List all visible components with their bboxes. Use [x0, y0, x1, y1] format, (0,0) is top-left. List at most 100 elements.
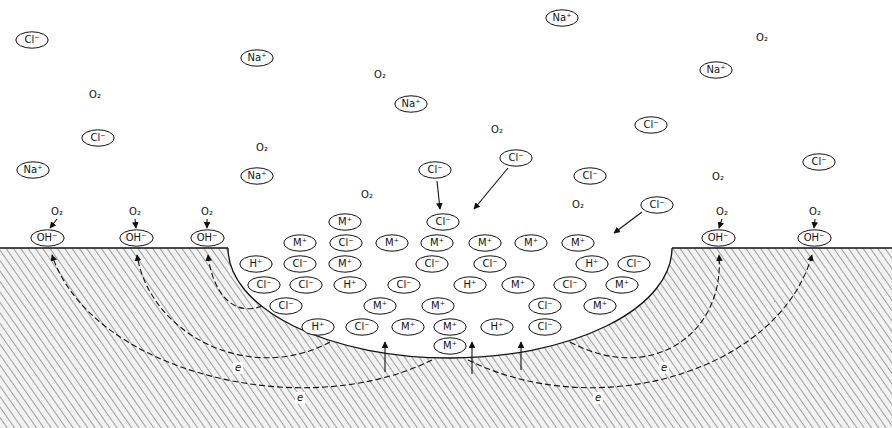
ion-circle: Cl⁻ [573, 167, 607, 185]
ion-circle: M⁺ [433, 337, 467, 355]
ion-circle: Cl⁻ [499, 149, 533, 167]
ion-symbol: H⁺ [333, 279, 367, 291]
ion-symbol: Cl⁻ [553, 279, 587, 291]
ion-circle: OH⁻ [119, 229, 154, 247]
ion-circle: Na⁺ [699, 61, 733, 79]
ion-symbol: OH⁻ [30, 232, 65, 244]
ion-symbol: Cl⁻ [640, 199, 674, 211]
ion-symbol: M⁺ [605, 279, 639, 291]
ion-circle: H⁺ [333, 276, 367, 294]
ion-symbol: OH⁻ [701, 232, 736, 244]
oxygen-label: O₂ [716, 206, 728, 218]
ion-circle: Cl⁻ [640, 196, 674, 214]
oxygen-label: O₂ [129, 206, 141, 218]
metal-surface [672, 247, 892, 248]
ion-circle: Cl⁻ [415, 255, 449, 273]
ion-symbol: M⁺ [514, 237, 548, 249]
ion-symbol: Cl⁻ [269, 300, 303, 312]
ion-symbol: Cl⁻ [289, 279, 323, 291]
oxygen-label: O₂ [89, 89, 101, 101]
oxygen-label: O₂ [256, 142, 268, 154]
ion-circle: M⁺ [328, 213, 362, 231]
ion-symbol: H⁺ [575, 258, 609, 270]
ion-circle: Cl⁻ [15, 31, 49, 49]
ion-circle: Cl⁻ [418, 161, 452, 179]
ion-circle: M⁺ [391, 318, 425, 336]
ion-circle: M⁺ [363, 297, 397, 315]
ion-circle: M⁺ [433, 318, 467, 336]
ion-symbol: M⁺ [420, 237, 454, 249]
ion-symbol: Na⁺ [394, 98, 428, 110]
ion-symbol: H⁺ [239, 258, 273, 270]
ion-symbol: Cl⁻ [15, 34, 49, 46]
ion-symbol: Cl⁻ [573, 170, 607, 182]
ion-symbol: Cl⁻ [283, 258, 317, 270]
ion-symbol: Cl⁻ [345, 321, 379, 333]
ion-symbol: M⁺ [501, 279, 535, 291]
ion-circle: Na⁺ [545, 9, 579, 27]
oxygen-label: O₂ [756, 32, 768, 44]
ion-symbol: Cl⁻ [387, 279, 421, 291]
ion-symbol: M⁺ [328, 216, 362, 228]
oxygen-label: O₂ [809, 206, 821, 218]
ion-symbol: Cl⁻ [802, 156, 836, 168]
ion-circle: OH⁻ [190, 229, 225, 247]
ion-symbol: M⁺ [561, 237, 595, 249]
ion-symbol: M⁺ [433, 340, 467, 352]
oxygen-label: O₂ [51, 206, 63, 218]
oxygen-label: O₂ [374, 69, 386, 81]
ion-circle: M⁺ [605, 276, 639, 294]
ion-circle: Cl⁻ [426, 213, 460, 231]
ion-symbol: Cl⁻ [528, 321, 562, 333]
ion-circle: M⁺ [583, 297, 617, 315]
ion-symbol: M⁺ [391, 321, 425, 333]
ion-circle: Cl⁻ [247, 276, 281, 294]
ion-circle: Cl⁻ [528, 318, 562, 336]
electron-label: e [233, 362, 243, 374]
ion-symbol: Cl⁻ [528, 300, 562, 312]
pit-wall [228, 248, 672, 358]
ion-circle: H⁺ [301, 318, 335, 336]
ion-symbol: Cl⁻ [499, 152, 533, 164]
ion-circle: Cl⁻ [289, 276, 323, 294]
ion-circle: Cl⁻ [329, 234, 363, 252]
ion-symbol: H⁺ [453, 279, 487, 291]
ion-circle: OH⁻ [797, 229, 832, 247]
ion-symbol: Cl⁻ [81, 132, 115, 144]
ion-circle: OH⁻ [30, 229, 65, 247]
ion-symbol: OH⁻ [797, 232, 832, 244]
ion-symbol: Cl⁻ [247, 279, 281, 291]
ion-circle: M⁺ [420, 234, 454, 252]
ion-circle: M⁺ [375, 234, 409, 252]
metal-surface [0, 247, 228, 248]
oxygen-label: O₂ [712, 171, 724, 183]
ion-symbol: M⁺ [421, 300, 455, 312]
ion-symbol: Cl⁻ [329, 237, 363, 249]
ion-symbol: H⁺ [480, 321, 514, 333]
ion-symbol: M⁺ [328, 258, 362, 270]
ion-circle: Cl⁻ [269, 297, 303, 315]
ion-symbol: Na⁺ [240, 52, 274, 64]
ion-symbol: M⁺ [583, 300, 617, 312]
pit-cavity [228, 248, 672, 358]
ion-circle: M⁺ [561, 234, 595, 252]
ion-arrows [50, 168, 815, 374]
electron-label: e [593, 392, 603, 404]
ion-circle: H⁺ [480, 318, 514, 336]
ion-circle: OH⁻ [701, 229, 736, 247]
ion-symbol: M⁺ [375, 237, 409, 249]
ion-symbol: Na⁺ [545, 12, 579, 24]
ion-circle: M⁺ [283, 234, 317, 252]
ion-circle: M⁺ [328, 255, 362, 273]
ion-circle: Cl⁻ [634, 116, 668, 134]
ion-symbol: Na⁺ [16, 164, 50, 176]
ion-symbol: M⁺ [468, 237, 502, 249]
ion-circle: Na⁺ [16, 161, 50, 179]
electron-paths [52, 255, 812, 388]
ion-circle: Cl⁻ [553, 276, 587, 294]
ion-circle: M⁺ [468, 234, 502, 252]
ion-symbol: Cl⁻ [426, 216, 460, 228]
ion-circle: Na⁺ [240, 49, 274, 67]
ion-circle: Cl⁻ [387, 276, 421, 294]
